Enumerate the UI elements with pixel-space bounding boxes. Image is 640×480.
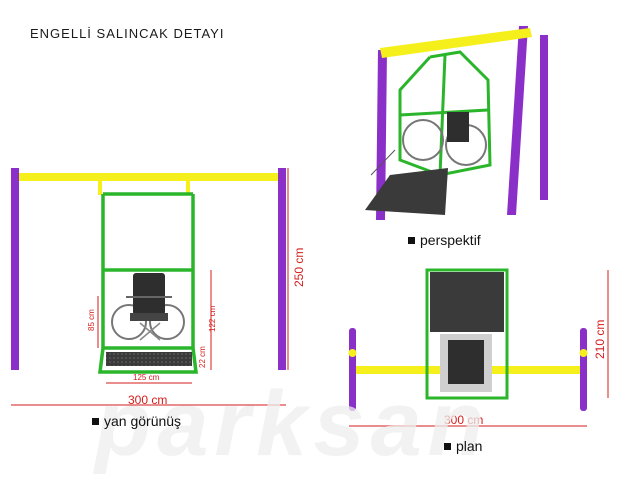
side-hanger-left bbox=[98, 181, 102, 195]
plan-width-dim: 300 cm bbox=[444, 413, 483, 427]
side-wheelchair bbox=[111, 273, 185, 341]
bullet-icon bbox=[92, 417, 99, 425]
perspective-view bbox=[365, 26, 548, 220]
side-view: 300 cm 250 cm 85 cm 122 cm 125 cm 22 cm bbox=[11, 168, 306, 407]
side-green-frame bbox=[98, 192, 198, 374]
side-height-dim: 250 cm bbox=[292, 248, 306, 287]
bullet-icon bbox=[408, 236, 415, 244]
side-right-post bbox=[278, 168, 286, 370]
side-width-dim: 300 cm bbox=[128, 393, 167, 407]
plan-depth-dim: 210 cm bbox=[593, 320, 607, 359]
caption-side-view: yan görünüş bbox=[92, 413, 181, 429]
side-dimension-lines bbox=[11, 168, 289, 406]
side-top-beam bbox=[19, 173, 278, 181]
caption-plan: plan bbox=[444, 438, 482, 454]
watermark-logo: parksan bbox=[92, 373, 490, 475]
frame-height-dim: 122 cm bbox=[208, 305, 217, 332]
bullet-icon bbox=[444, 442, 451, 450]
platform-height-dim: 22 cm bbox=[198, 346, 207, 368]
side-left-post bbox=[11, 168, 19, 370]
page-title: ENGELLİ SALINCAK DETAYI bbox=[30, 26, 225, 41]
caption-perspective: perspektif bbox=[408, 232, 481, 248]
plan-view: 300 cm 210 cm bbox=[348, 268, 609, 427]
side-hanger-right bbox=[186, 181, 190, 195]
platform-width-dim: 125 cm bbox=[133, 373, 160, 382]
seat-height-dim: 85 cm bbox=[87, 309, 96, 331]
side-platform-texture bbox=[106, 352, 192, 366]
